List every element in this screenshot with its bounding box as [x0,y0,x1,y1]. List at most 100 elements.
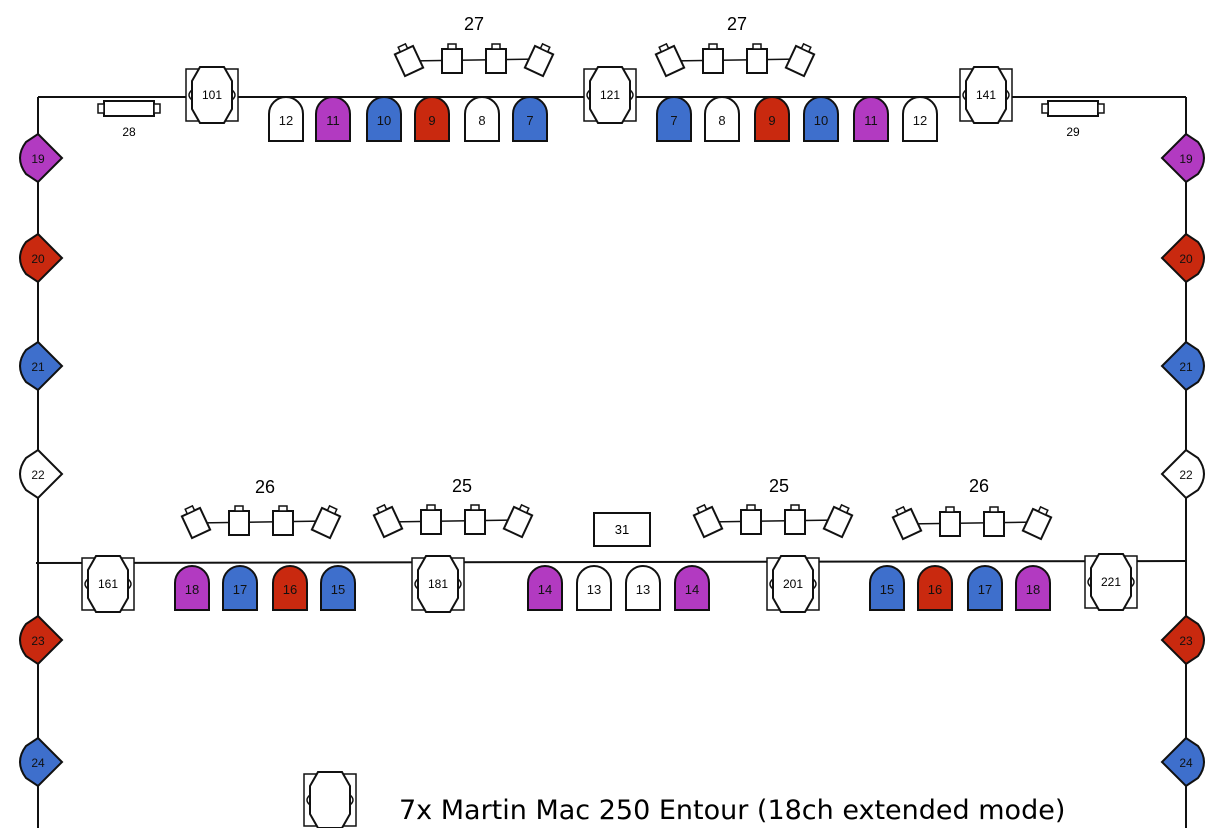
light-bar-unit-body [228,510,250,536]
drop-label: 19 [1179,152,1193,166]
light-bar-unit-body [464,509,486,535]
mover-141-icon [959,66,1013,124]
light-bar-pipe [706,519,840,523]
par-fixture: 10 [366,96,402,142]
light-bar-unit-clamp [376,503,388,514]
mover-181: 181 [411,555,465,613]
drop-fixture: 24 [19,736,64,788]
mover-handle-right [1130,576,1135,588]
box-31-label: 31 [615,522,629,537]
light-bar-pipe [905,521,1039,525]
drop-body [19,736,64,788]
drop-fixture: 20 [1160,232,1205,284]
par-body [704,96,740,142]
light-bar-unit [441,43,463,74]
light-bar-unit-body [784,509,806,535]
light-bar-unit [822,503,854,539]
light-bar-unit-body [420,509,442,535]
light-bar-unit-clamp [426,504,436,511]
drop-label: 21 [31,360,45,374]
mover-221-icon [1084,553,1138,611]
mover-181-icon [411,555,465,613]
light-bar-unit-body [702,48,724,74]
light-bar-unit-clamp [470,504,480,511]
mover-handle-right [349,794,354,806]
light-bar-unit [740,504,762,535]
light-bar-unit-clamp [895,505,907,516]
light-bar [180,504,342,540]
par-body [625,565,661,611]
par-label: 12 [913,113,927,128]
strip-light-left-cap-r [153,103,161,114]
par-body [754,96,790,142]
drop-label: 20 [1179,252,1193,266]
mover-161-label: 161 [98,577,118,591]
light-bar-unit [228,505,250,536]
par-body [869,565,905,611]
mover-101-icon [185,66,239,124]
par-body [803,96,839,142]
mover-handle-right [457,578,462,590]
light-bar-unit [523,42,555,78]
par-body [917,565,953,611]
light-bar-unit [464,504,486,535]
light-bar-unit-clamp [790,504,800,511]
drop-label: 24 [1179,756,1193,770]
par-fixture: 18 [1015,565,1051,611]
par-fixture: 9 [414,96,450,142]
par-label: 13 [636,582,650,597]
mover-221-label: 221 [1101,575,1121,589]
light-bar [393,42,555,78]
light-bar-unit-clamp [752,43,762,50]
truss-bottom [35,560,1187,564]
light-bar-unit [372,503,404,539]
drop-label: 24 [31,756,45,770]
moving-heads: 101 121 141 161 181 201 221 [81,66,1138,613]
par-fixture: 11 [315,96,351,142]
drop-body [1160,232,1205,284]
light-bar [891,505,1053,541]
par-label: 7 [526,113,533,128]
light-bar-unit-clamp [491,43,501,50]
par-label: 18 [185,582,199,597]
drop-fixture: 19 [19,132,64,184]
light-bar-unit [983,506,1005,537]
drop-label: 22 [1179,468,1193,482]
mover-201-icon [766,555,820,613]
par-body [366,96,402,142]
par-body [222,565,258,611]
group-label-top-left: 27 [464,14,484,34]
drop-fixture: 19 [1160,132,1205,184]
par-fixture: 7 [656,96,692,142]
par-label: 10 [377,113,391,128]
par-body [527,565,563,611]
par-fixture: 7 [512,96,548,142]
mover-161: 161 [81,555,135,613]
drop-fixture: 23 [1160,614,1205,666]
light-bar-unit [784,42,816,78]
par-label: 9 [428,113,435,128]
strip-light-left-body [103,100,155,117]
light-bar-unit [420,504,442,535]
mover-181-label: 181 [428,577,448,591]
par-fixture: 14 [527,565,563,611]
strip-light-left-cap-l [97,103,105,114]
drop-body [19,132,64,184]
light-bar-unit [939,506,961,537]
light-bar-unit-clamp [838,503,850,514]
drop-fixture: 22 [1160,448,1205,500]
drop-fixture: 20 [19,232,64,284]
light-bar-pipe [668,58,802,62]
drop-body [1160,736,1205,788]
par-fixture: 11 [853,96,889,142]
drop-label: 22 [31,468,45,482]
mover-121: 121 [583,66,637,124]
par-fixture: 9 [754,96,790,142]
par-fixture: 8 [704,96,740,142]
par-body [174,565,210,611]
light-bar-unit [272,505,294,536]
strip-light-left-label: 28 [122,125,136,139]
mover-handle-left [306,794,311,806]
par-body [512,96,548,142]
